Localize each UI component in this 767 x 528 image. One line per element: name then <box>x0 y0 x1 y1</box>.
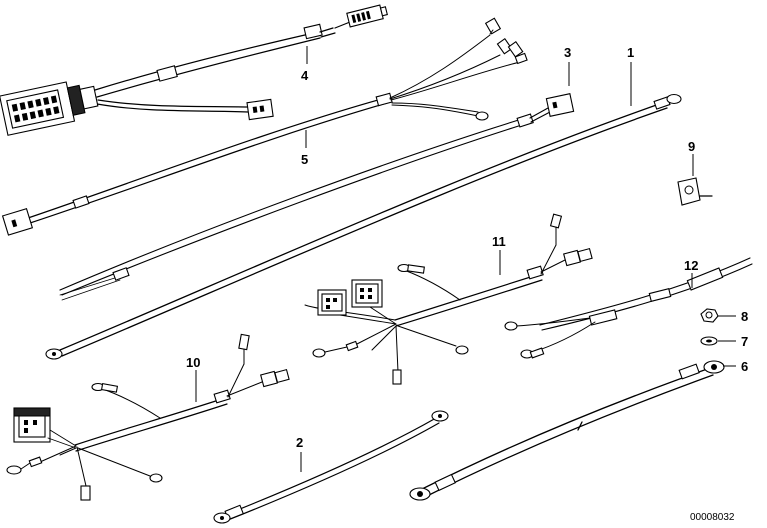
part-7-washer <box>700 336 718 346</box>
part-4-connector-top <box>346 4 388 28</box>
callout-12: 12 <box>684 258 698 273</box>
callout-1: 1 <box>627 45 634 60</box>
part-2-ground-strap <box>213 410 449 524</box>
callout-3: 3 <box>564 45 571 60</box>
part-3-connector <box>545 93 575 117</box>
part-10-socket <box>13 407 51 443</box>
part-4-multi-pin-connector <box>0 81 99 136</box>
part-1-ground-lead <box>45 93 682 360</box>
part-6-heavy-cable <box>409 360 725 501</box>
part-4-main-harness <box>0 4 388 136</box>
callout-8: 8 <box>741 309 748 324</box>
part-3-harness <box>59 93 575 301</box>
callout-6: 6 <box>741 359 748 374</box>
part-11-harness <box>304 213 593 385</box>
part-11-relay-socket-a <box>317 289 347 316</box>
part-11-relay-socket-b <box>351 279 383 308</box>
leader-lines <box>195 46 736 472</box>
callout-11: 11 <box>492 234 506 249</box>
part-9-clip <box>677 177 713 206</box>
part-10-harness <box>6 333 290 501</box>
callout-5: 5 <box>301 152 308 167</box>
part-5-harness <box>1 17 528 236</box>
part-4-connector-small <box>246 98 274 121</box>
part-8-nut <box>700 308 719 323</box>
callout-9: 9 <box>688 139 695 154</box>
callout-2: 2 <box>296 435 303 450</box>
callout-4: 4 <box>301 68 309 83</box>
part-12-harness <box>504 257 753 359</box>
callout-10: 10 <box>186 355 200 370</box>
part-5-connector <box>1 207 34 236</box>
diagram-code: 00008032 <box>690 512 735 523</box>
callout-7: 7 <box>741 334 748 349</box>
